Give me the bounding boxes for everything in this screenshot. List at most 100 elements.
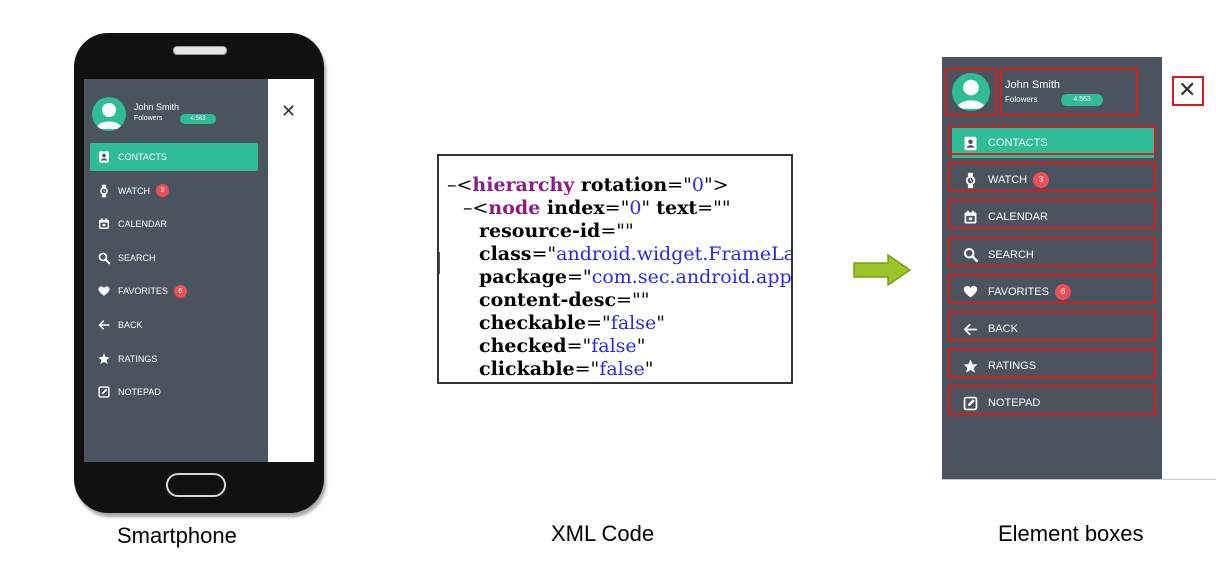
xml-token: rotation [574, 174, 668, 196]
element-box-back [948, 311, 1156, 341]
menu-item-label: BACK [118, 320, 143, 330]
menu-item-label: FAVORITES [118, 286, 168, 297]
menu-item-label: RATINGS [988, 360, 1037, 373]
menu-icon-wrap [952, 395, 988, 412]
menu-item-label: CALENDAR [118, 219, 168, 230]
close-icon[interactable]: ✕ [281, 101, 297, 121]
search-icon [98, 252, 111, 265]
xml-token: com.sec.android.app [591, 266, 792, 288]
xml-token: resource-id [479, 220, 601, 242]
xml-token: =" [567, 266, 592, 288]
xml-token: =" [604, 197, 630, 219]
xml-token: hierarchy [472, 174, 575, 196]
menu-item-calendar[interactable]: CALENDAR [952, 202, 1154, 232]
xml-token: ="" [697, 197, 731, 219]
menu-item-calendar[interactable]: CALENDAR [90, 210, 258, 238]
menu-item-label: CONTACTS [988, 137, 1048, 149]
menu-item-notepad[interactable]: NOTEPAD [952, 388, 1154, 418]
followers-count-badge: 4.563 [180, 114, 216, 124]
menu-item-search[interactable]: SEARCH [952, 240, 1154, 270]
followers-label: Folowers [1005, 95, 1038, 104]
menu-item-ratings[interactable]: RATINGS [90, 345, 258, 373]
menu-item-back[interactable]: BACK [90, 311, 258, 339]
xml-token: 0 [691, 174, 704, 196]
menu-icon-wrap [90, 251, 118, 265]
profile-name: John Smith [134, 102, 180, 112]
menu-item-label: NOTEPAD [118, 387, 161, 398]
menu-icon-wrap [952, 283, 988, 300]
xml-code-box: –<hierarchy rotation="0">–<node index="0… [437, 154, 793, 384]
xml-token: " [641, 197, 657, 219]
element-box-contacts [948, 125, 1156, 155]
star-icon [963, 359, 977, 373]
menu-item-label: SEARCH [118, 252, 156, 263]
xml-token: index [540, 197, 605, 219]
xml-line: checkable="false" [479, 312, 665, 334]
xml-line: resource-id="" [479, 220, 634, 242]
calendar-icon [964, 210, 976, 224]
menu-icon-wrap [952, 135, 988, 152]
element-box-watch [948, 162, 1156, 193]
menu-item-contacts[interactable]: CONTACTS [90, 143, 258, 171]
element-box-notepad [948, 385, 1156, 416]
menu-item-notepad[interactable]: NOTEPAD [90, 378, 258, 406]
menu-item-label: FAVORITES [988, 285, 1049, 298]
avatar[interactable] [952, 73, 990, 111]
xml-token: checkable [479, 312, 587, 334]
notification-badge: 3 [156, 184, 169, 198]
xml-token: checked [479, 335, 567, 357]
xml-token: content-desc [479, 289, 617, 311]
xml-token: "> [703, 174, 729, 196]
right-arrow-icon [853, 253, 912, 287]
element-box-calendar [948, 199, 1156, 230]
heart-icon [963, 286, 977, 298]
back-arrow-icon [98, 320, 110, 330]
xml-token: package [479, 266, 568, 288]
avatar[interactable] [92, 97, 126, 131]
menu-item-back[interactable]: BACK [952, 314, 1154, 344]
element-box-avatar [945, 68, 997, 116]
element-box-close [1172, 76, 1204, 106]
watch-icon [100, 184, 108, 197]
menu-item-label: SEARCH [988, 248, 1034, 261]
star-icon [98, 352, 110, 364]
heart-icon [98, 286, 110, 297]
contacts-icon [964, 136, 976, 150]
menu-item-search[interactable]: SEARCH [90, 244, 258, 272]
element-box-ratings [948, 348, 1156, 379]
contacts-icon [99, 151, 109, 163]
xml-token: " [656, 312, 665, 334]
xml-token: text [656, 197, 698, 219]
menu-icon-wrap [952, 209, 988, 226]
xml-line: checked="false" [479, 335, 645, 357]
caption-smartphone: Smartphone [117, 523, 237, 548]
menu-item-ratings[interactable]: RATINGS [952, 351, 1154, 381]
xml-token: =" [667, 174, 692, 196]
caption-xml: XML Code [551, 521, 655, 546]
xml-line: clickable="false" [479, 358, 654, 380]
xml-token: " [636, 335, 646, 357]
xml-token: =" [531, 243, 557, 265]
xml-line: class="android.widget.FrameLa [479, 243, 791, 265]
element-box-favorites [948, 273, 1156, 304]
xml-line: content-desc="" [479, 289, 649, 311]
xml-token: false [610, 312, 657, 334]
xml-line: –<hierarchy rotation="0"> [447, 174, 729, 196]
notification-badge: 6 [1054, 283, 1071, 300]
close-icon[interactable]: ✕ [1178, 77, 1197, 102]
text-cursor [439, 252, 440, 274]
menu-icon-wrap [90, 184, 118, 198]
followers-count-badge: 4.563 [1061, 94, 1103, 106]
watch-icon [965, 172, 975, 188]
menu-item-favorites[interactable]: FAVORITES 6 [952, 277, 1154, 307]
menu-item-label: RATINGS [118, 353, 158, 364]
phone-speaker [173, 46, 227, 55]
menu-icon-wrap [90, 217, 118, 231]
